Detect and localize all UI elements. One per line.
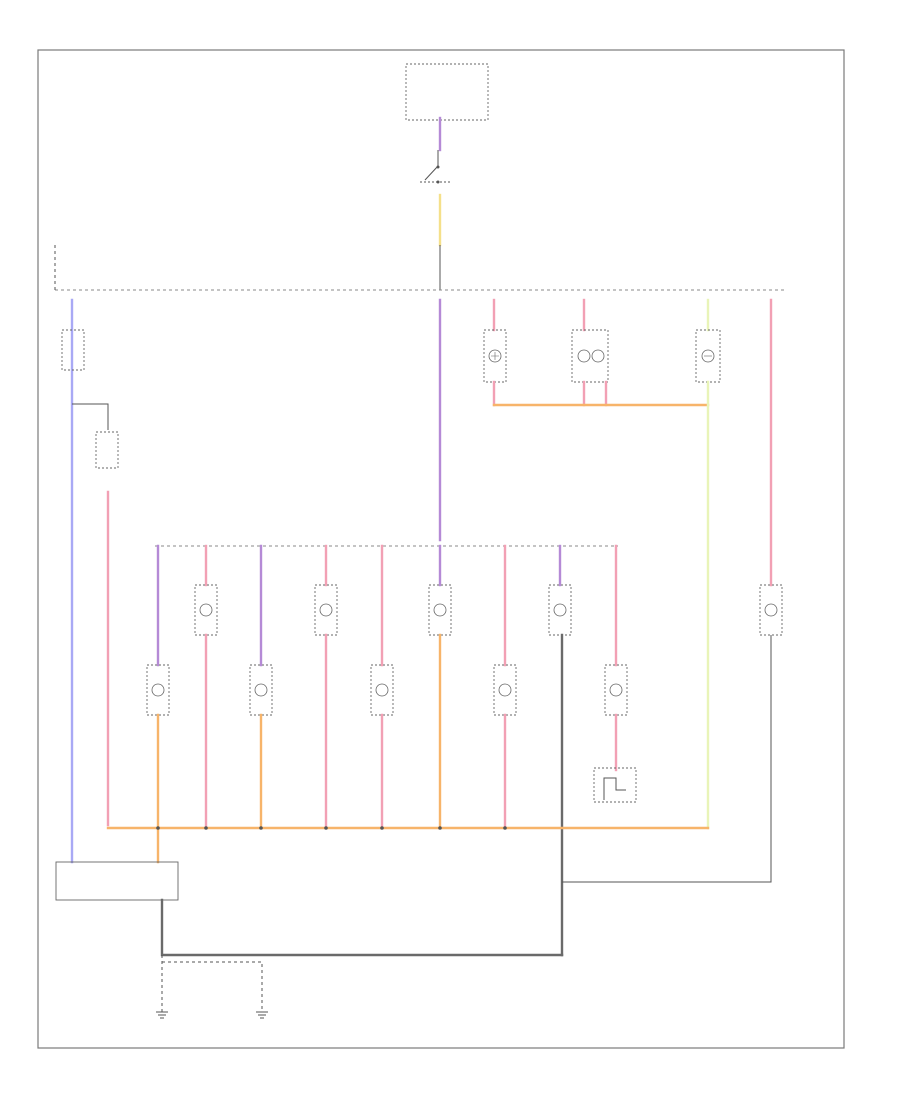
wire-left-tap bbox=[72, 403, 109, 430]
wire-grey-clock-down bbox=[562, 635, 772, 883]
ground-right-icon bbox=[256, 1011, 268, 1019]
lamp-row-a-1 bbox=[194, 584, 218, 636]
ground-left-icon bbox=[156, 1011, 168, 1019]
wire-ground-split bbox=[161, 955, 263, 1012]
lamp-upper-1 bbox=[483, 329, 507, 383]
lamp-row-a-3 bbox=[428, 584, 452, 636]
lamp-row-b-3 bbox=[370, 664, 394, 716]
lamp-row-b-5 bbox=[604, 664, 628, 716]
diagram-frame bbox=[37, 49, 845, 1049]
fuse-box bbox=[405, 63, 489, 121]
lamp-upper-3 bbox=[695, 329, 721, 383]
component-left-upper bbox=[61, 329, 85, 371]
lamp-row-b-1 bbox=[146, 664, 170, 716]
lamp-upper-2 bbox=[571, 329, 609, 383]
lamp-row-b-4 bbox=[493, 664, 517, 716]
illumination-control-box bbox=[55, 861, 179, 901]
component-dimmer bbox=[95, 431, 119, 469]
lamp-row-a-2 bbox=[314, 584, 338, 636]
lamp-row-b-2 bbox=[249, 664, 273, 716]
lamp-row-a-4 bbox=[548, 584, 572, 636]
lamp-clock bbox=[759, 584, 783, 636]
return-bus-nodes bbox=[156, 826, 507, 830]
switch-block-lower bbox=[593, 767, 637, 803]
switch-symbol bbox=[420, 150, 450, 184]
wire-grey-ground-main bbox=[160, 898, 564, 957]
